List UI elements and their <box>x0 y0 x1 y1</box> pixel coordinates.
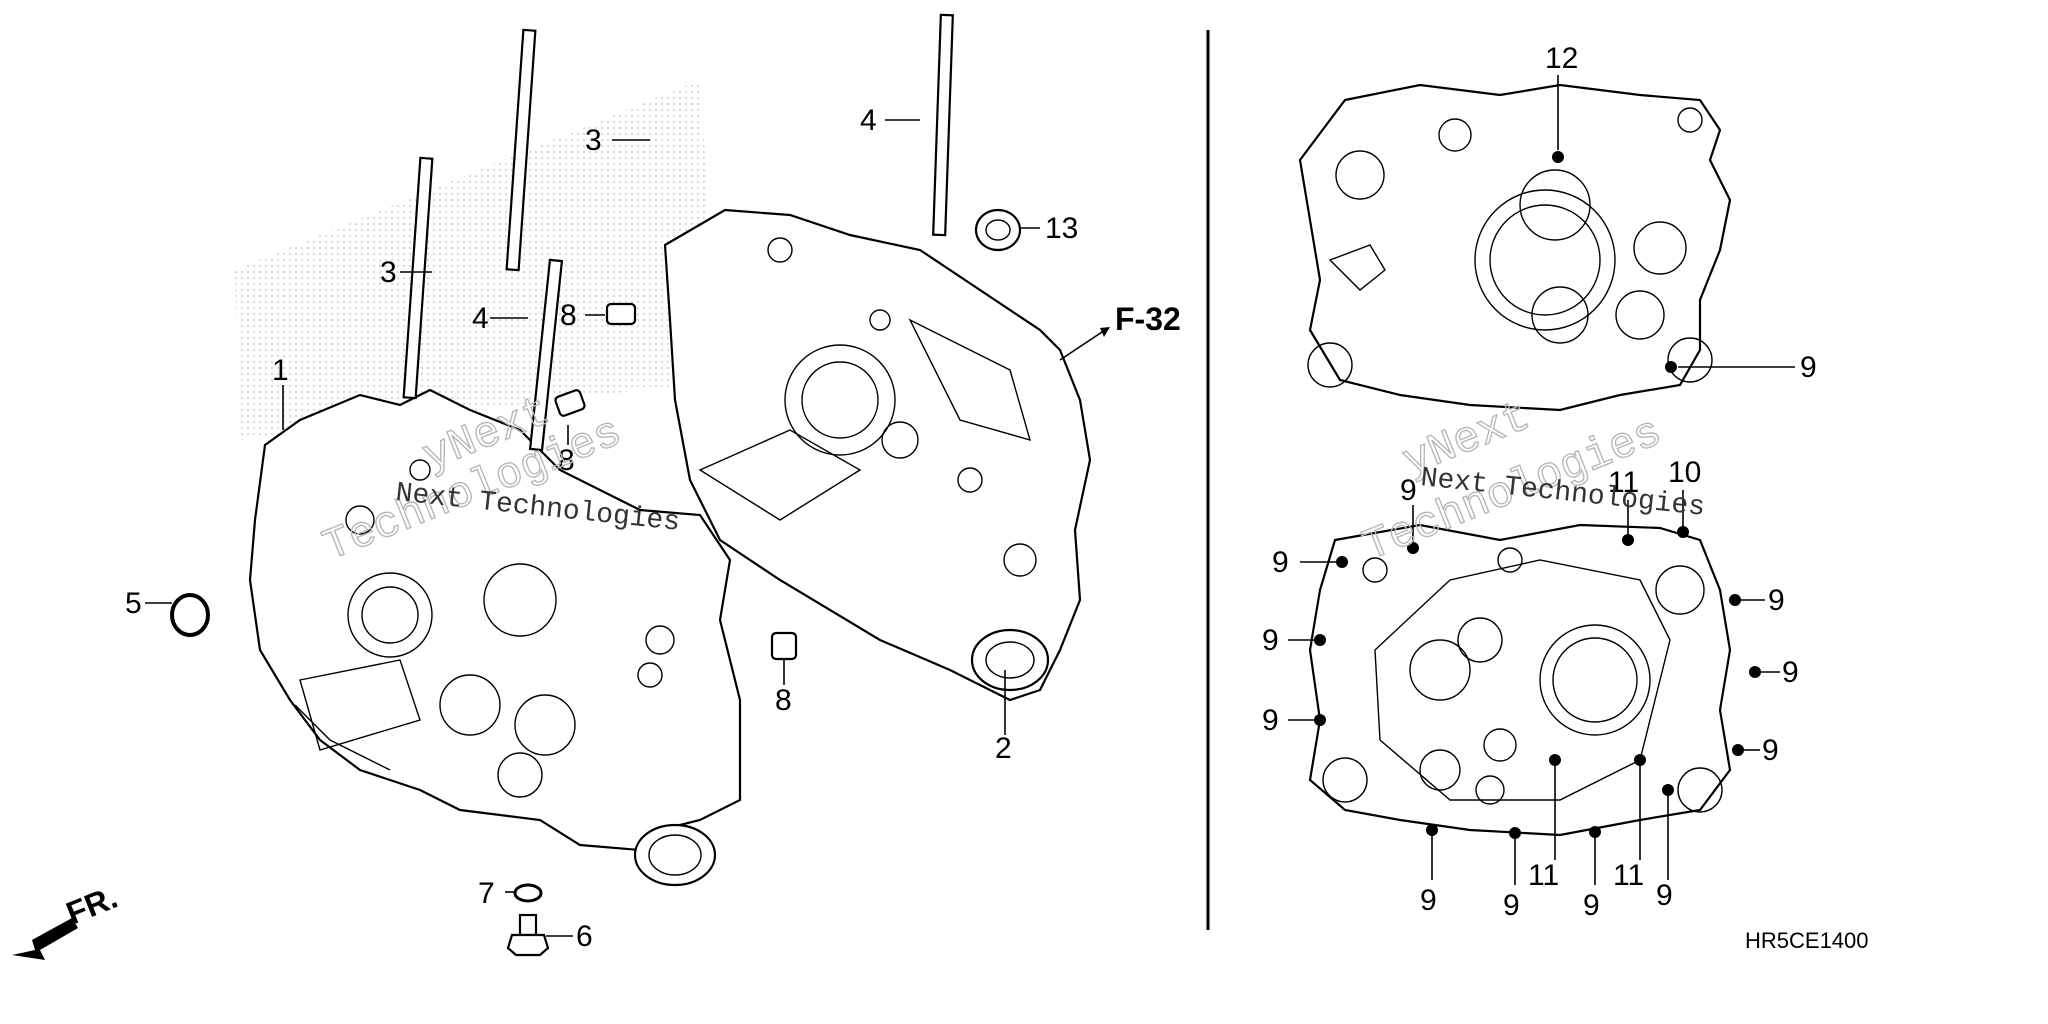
callout-8c: 8 <box>775 684 792 717</box>
callout-8a: 8 <box>560 299 577 332</box>
callout-3b: 3 <box>585 124 602 157</box>
callout-11-bottom-1: 11 <box>1528 859 1559 892</box>
callout-9-bottom-4: 9 <box>1656 879 1673 912</box>
callout-8b: 8 <box>558 444 575 477</box>
callout-13: 13 <box>1045 212 1078 245</box>
callout-9-bottom-3: 9 <box>1583 889 1600 922</box>
stipple-shading <box>235 80 720 440</box>
callout-11-top: 11 <box>1608 466 1639 499</box>
stud-bolts <box>402 13 954 452</box>
callout-4b: 4 <box>860 104 877 137</box>
callout-9-bottom-1: 9 <box>1420 884 1437 917</box>
callout-9-left-2: 9 <box>1262 624 1279 657</box>
front-arrow-icon <box>12 918 78 960</box>
upper-case-dots <box>1552 151 1677 373</box>
lower-case-dots <box>1314 526 1761 839</box>
callout-7: 7 <box>478 877 495 910</box>
callout-9-right-2: 9 <box>1782 656 1799 689</box>
callout-4a: 4 <box>472 302 489 335</box>
dowel-pins <box>554 302 798 661</box>
callout-9-left-3: 9 <box>1262 704 1279 737</box>
oil-seal <box>974 208 1022 252</box>
diagram-code: HR5CE1400 <box>1745 928 1869 953</box>
left-crankcase-half <box>248 388 742 887</box>
right-crankcase-half <box>663 208 1092 702</box>
leader-lines <box>145 119 1110 937</box>
callout-9-bottom-2: 9 <box>1503 889 1520 922</box>
callout-9-top-1: 9 <box>1400 474 1417 507</box>
callout-5: 5 <box>125 587 142 620</box>
callout-9-right-1: 9 <box>1768 584 1785 617</box>
callout-9-left-1: 9 <box>1272 546 1289 579</box>
callout-9-right-3: 9 <box>1762 734 1779 767</box>
callout-10-top: 10 <box>1668 456 1701 489</box>
callout-3a: 3 <box>380 256 397 289</box>
lower-case-leaders <box>1288 490 1780 885</box>
o-ring <box>170 593 210 637</box>
callout-6: 6 <box>576 920 593 953</box>
drain-bolt-and-washer <box>506 883 550 957</box>
callout-9-upper: 9 <box>1800 351 1817 384</box>
upper-case-outline <box>1298 83 1732 412</box>
lower-case-outline <box>1308 523 1732 837</box>
callout-11-bottom-2: 11 <box>1613 859 1644 892</box>
reference-label: F-32 <box>1115 301 1181 337</box>
callout-12: 12 <box>1545 42 1578 75</box>
callout-1: 1 <box>272 354 289 387</box>
callout-2: 2 <box>995 732 1012 765</box>
